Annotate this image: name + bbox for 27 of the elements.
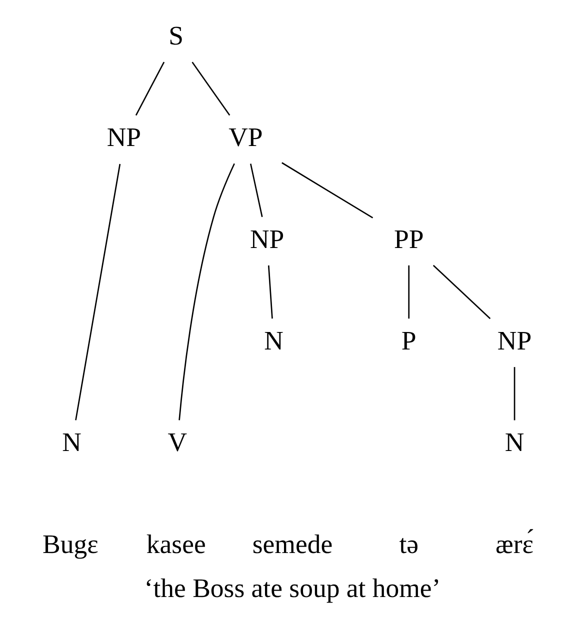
connector: [250, 164, 262, 218]
label: kasee: [146, 528, 206, 559]
node-text: VP: [228, 122, 262, 152]
node-text: N: [504, 427, 524, 458]
node-text: N: [62, 427, 81, 458]
connector: [74, 164, 120, 420]
node-text: NP: [496, 325, 532, 356]
label: Bugɛ: [42, 528, 98, 559]
node-text: NP: [249, 224, 284, 254]
connector: [432, 264, 490, 320]
label: tə: [398, 528, 418, 559]
caption: ‘the Boss ate soup at home’: [144, 572, 440, 603]
node-text: NP: [106, 122, 141, 152]
node-text: P: [400, 325, 416, 356]
node-text: PP: [393, 224, 424, 254]
connector: [513, 367, 515, 420]
node-text: S: [168, 20, 184, 50]
connector: [281, 162, 373, 218]
connector: [191, 62, 230, 116]
label: ærɛ́: [495, 528, 534, 559]
connector: [178, 163, 234, 420]
connector: [267, 265, 272, 319]
connector: [134, 62, 164, 116]
connector: [408, 265, 410, 319]
label: semede: [252, 528, 332, 559]
node-text: N: [264, 325, 283, 356]
node-text: V: [167, 427, 187, 458]
